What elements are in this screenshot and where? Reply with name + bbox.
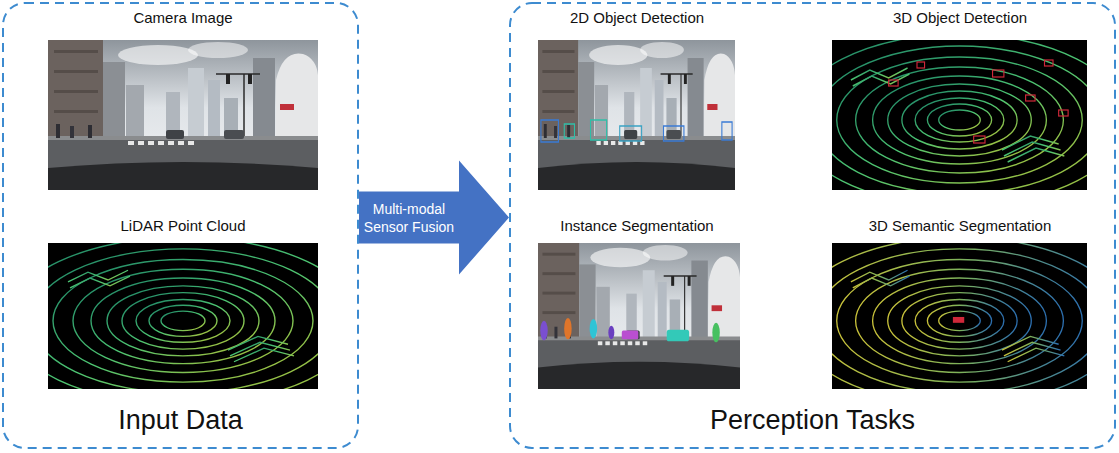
panel-heading: 3D Object Detection xyxy=(825,7,1095,29)
arrow-label: Multi-modal Sensor Fusion xyxy=(361,200,457,236)
detection-2d-image xyxy=(538,40,735,190)
fusion-arrow xyxy=(359,161,509,275)
lidar-image xyxy=(7,237,359,404)
panel-heading: LiDAR Point Cloud xyxy=(40,215,326,237)
panel-heading: 2D Object Detection xyxy=(530,7,744,29)
group-title: Perception Tasks xyxy=(517,403,1108,437)
semantic-segmentation-3d-image xyxy=(793,237,1119,404)
image-panel: 3D Semantic Segmentation xyxy=(825,214,1095,390)
group-box: Perception Tasks 2D Object Detection 3D Ob… xyxy=(509,2,1116,449)
panel-heading: Instance Segmentation xyxy=(530,215,744,237)
image-panel: Camera Image xyxy=(40,6,326,192)
panel-heading: 3D Semantic Segmentation xyxy=(825,215,1095,237)
image-panel: Instance Segmentation xyxy=(530,214,744,390)
image-panel: LiDAR Point Cloud xyxy=(40,214,326,390)
instance-segmentation-image xyxy=(538,243,740,389)
image-panel: 3D Object Detection xyxy=(825,6,1095,192)
group-title: Input Data xyxy=(10,403,351,437)
image-panel: 2D Object Detection xyxy=(530,6,744,192)
detection-3d-image xyxy=(793,34,1119,206)
group-box: Input Data Camera ImageLiDAR Point Cloud xyxy=(2,2,359,449)
camera-image xyxy=(48,40,318,190)
panel-heading: Camera Image xyxy=(40,7,326,29)
